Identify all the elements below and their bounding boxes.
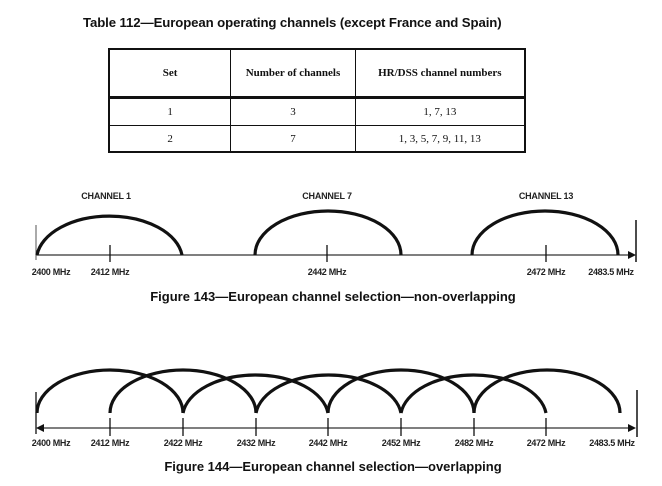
freq-label: 2400 MHz [31,267,71,277]
header-channel-numbers: HR/DSS channel numbers [354,48,526,98]
header-number-of-channels: Number of channels [230,48,356,98]
freq-label: 2472 MHz [526,267,566,277]
freq-label: 2432 MHz [236,438,276,448]
figure-143-caption: Figure 143—European channel selection—no… [150,289,516,304]
channel-1-label: CHANNEL 1 [81,191,131,201]
freq-label: 2412 MHz [90,267,130,277]
channel-7-label: CHANNEL 7 [302,191,352,201]
figure-144-caption: Figure 144—European channel selection—ov… [164,459,502,474]
table-title: Table 112—European operating channels (e… [83,15,502,30]
freq-label: 2483.5 MHz [589,438,635,448]
cell-count: 7 [230,125,356,153]
overlapping-channel-diagram [35,368,638,437]
freq-label: 2452 MHz [381,438,421,448]
cell-set: 1 [108,97,232,126]
table-header-row: Set Number of channels HR/DSS channel nu… [108,48,526,98]
freq-label: 2442 MHz [308,438,348,448]
freq-label: 2482 MHz [454,438,494,448]
cell-channels: 1, 3, 5, 7, 9, 11, 13 [354,125,526,153]
table-row: 2 7 1, 3, 5, 7, 9, 11, 13 [108,125,526,153]
freq-label: 2422 MHz [163,438,203,448]
cell-set: 2 [108,125,232,153]
channel-13-label: CHANNEL 13 [518,191,574,201]
freq-label: 2472 MHz [526,438,566,448]
table-row: 1 3 1, 7, 13 [108,97,526,126]
channels-table: Set Number of channels HR/DSS channel nu… [108,48,526,153]
figure-144: 2400 MHz 2412 MHz 2422 MHz 2432 MHz 2442… [0,340,662,455]
cell-count: 3 [230,97,356,126]
non-overlapping-channel-diagram [35,209,637,262]
figure-143: CHANNEL 1 CHANNEL 7 CHANNEL 13 2400 MHz … [0,180,662,280]
freq-label: 2442 MHz [307,267,347,277]
freq-label: 2400 MHz [31,438,71,448]
header-set: Set [108,48,232,98]
freq-label: 2483.5 MHz [588,267,634,277]
freq-label: 2412 MHz [90,438,130,448]
cell-channels: 1, 7, 13 [354,97,526,126]
